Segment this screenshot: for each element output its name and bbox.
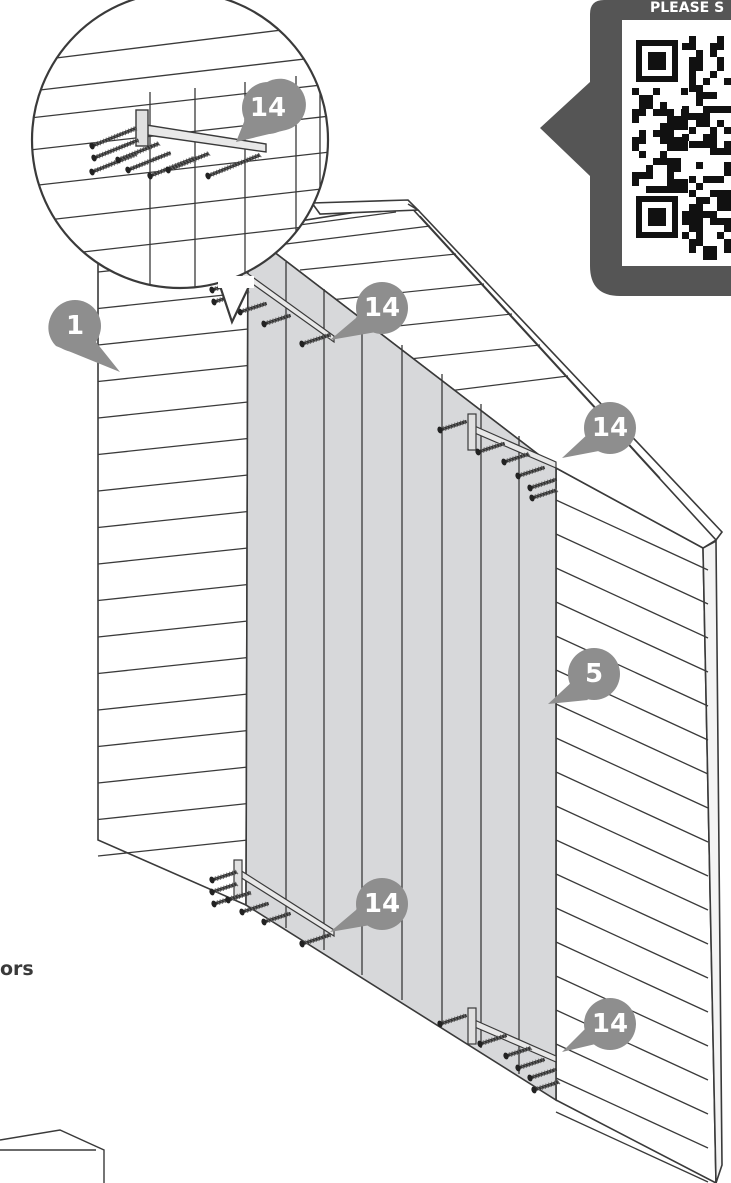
partial-panel-bottom-left xyxy=(0,1129,105,1183)
screw xyxy=(527,1067,558,1082)
callout-top-right-bracket: 14 xyxy=(562,402,636,458)
callout-side-panel: 1 xyxy=(48,300,121,372)
callout-bottom-left-bracket-number: 14 xyxy=(364,889,400,919)
left-wall-panel xyxy=(97,231,249,907)
screw xyxy=(115,141,161,164)
hinge-brackets xyxy=(209,257,561,1094)
screw xyxy=(527,477,558,492)
callout-bottom-left-bracket: 14 xyxy=(330,878,408,932)
screw xyxy=(261,911,292,926)
hinge-bracket xyxy=(437,413,559,502)
screw xyxy=(437,419,468,434)
screw xyxy=(209,881,239,896)
screw xyxy=(477,1033,508,1048)
zoom-inset-border xyxy=(30,0,330,290)
screw xyxy=(261,313,292,328)
callout-door-panel-number: 5 xyxy=(585,659,603,689)
qr-banner: PLEASE S xyxy=(540,0,731,296)
screw xyxy=(437,1013,468,1028)
callout-top-left-bracket: 14 xyxy=(330,282,408,340)
qr-banner-text: PLEASE S xyxy=(650,0,724,16)
hinge-bracket xyxy=(209,859,335,948)
screw xyxy=(239,901,270,916)
callout-bottom-right-bracket: 14 xyxy=(562,998,636,1052)
screw xyxy=(501,451,531,466)
screw xyxy=(125,151,172,174)
callout-side-panel-number: 1 xyxy=(66,311,84,341)
callout-top-left-bracket-number: 14 xyxy=(364,293,400,323)
screw xyxy=(515,465,546,480)
callout-top-right-bracket-number: 14 xyxy=(592,413,628,443)
screw xyxy=(531,1079,561,1094)
right-wall-panel xyxy=(555,466,723,1183)
screw xyxy=(165,151,211,174)
callout-zoom-bracket: 14 xyxy=(236,78,306,142)
screw xyxy=(503,1045,533,1060)
callout-zoom-bracket-number: 14 xyxy=(250,93,286,123)
screw xyxy=(91,138,140,162)
screw xyxy=(529,487,559,502)
screw xyxy=(299,332,332,348)
left-wall-siding xyxy=(97,255,249,857)
screw xyxy=(515,1057,546,1072)
callout-door-panel: 5 xyxy=(548,648,620,704)
callout-bottom-right-bracket-number: 14 xyxy=(592,1009,628,1039)
qr-code[interactable] xyxy=(632,36,731,260)
screw xyxy=(205,152,262,180)
screw xyxy=(89,126,138,150)
screw xyxy=(225,890,252,904)
side-caption: ors xyxy=(0,958,34,980)
hinge-bracket xyxy=(437,1007,561,1094)
screw xyxy=(475,441,506,456)
screw xyxy=(209,869,239,884)
screw xyxy=(299,932,332,948)
door-board-lines xyxy=(285,262,520,1074)
screw xyxy=(237,301,268,316)
